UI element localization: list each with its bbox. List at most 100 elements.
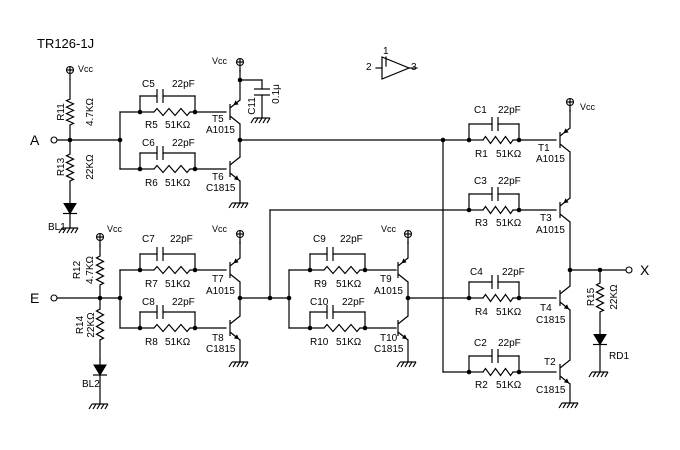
vcc-label-r11: Vcc bbox=[78, 64, 94, 74]
t10-part: C1815 bbox=[374, 344, 404, 355]
t6-part: C1815 bbox=[206, 183, 236, 194]
capacitor-c7 bbox=[156, 247, 164, 261]
ground-t2 bbox=[558, 402, 579, 409]
legend-pin-1: 1 bbox=[383, 46, 389, 57]
resistor-r2 bbox=[482, 367, 514, 377]
junction-dot bbox=[440, 137, 446, 143]
c9-value: 22pF bbox=[340, 234, 363, 245]
r2-value: 51KΩ bbox=[496, 380, 522, 391]
r11-name: R11 bbox=[56, 103, 67, 121]
port-e-label: E bbox=[30, 290, 39, 306]
t8-name: T8 bbox=[212, 333, 224, 344]
junction-dot bbox=[307, 325, 313, 331]
junction-dot bbox=[516, 137, 522, 143]
port-e: E bbox=[30, 290, 58, 306]
r7-value: 51KΩ bbox=[165, 279, 191, 290]
vcc-t7 bbox=[235, 229, 245, 244]
r13-name: R13 bbox=[56, 157, 67, 176]
capacitor-c3 bbox=[491, 187, 499, 201]
t9-name: T9 bbox=[380, 274, 392, 285]
resistor-r11 bbox=[65, 98, 75, 126]
capacitors-layer bbox=[156, 88, 499, 363]
junction-dot bbox=[137, 109, 143, 115]
junction-dot bbox=[307, 267, 313, 273]
transistor-t4 bbox=[559, 285, 571, 311]
capacitor-c4 bbox=[491, 275, 499, 289]
resistor-r1 bbox=[482, 135, 514, 145]
resistor-r4 bbox=[482, 293, 514, 303]
r6-name: R6 bbox=[145, 178, 158, 189]
r4-value: 51KΩ bbox=[496, 307, 522, 318]
transistor-t1 bbox=[559, 127, 571, 153]
junction-dot bbox=[466, 295, 472, 301]
bl2-label: BL2 bbox=[82, 379, 100, 390]
port-x: X bbox=[625, 262, 650, 278]
t2-name: T2 bbox=[544, 357, 556, 368]
c10-value: 22pF bbox=[342, 297, 365, 308]
transistor-t9 bbox=[397, 257, 409, 283]
junction-dot bbox=[237, 77, 243, 83]
junction-dot bbox=[237, 295, 243, 301]
ground-t10 bbox=[396, 361, 417, 368]
ground-bl1 bbox=[58, 227, 79, 234]
junction-dot bbox=[567, 267, 573, 273]
c11-name: C11 bbox=[247, 97, 258, 115]
capacitor-c9 bbox=[326, 247, 334, 261]
r12-value: 4.7KΩ bbox=[85, 255, 96, 284]
r8-name: R8 bbox=[145, 337, 158, 348]
transistor-t10 bbox=[397, 315, 409, 341]
capacitor-c1 bbox=[491, 117, 499, 131]
t4-name: T4 bbox=[540, 303, 552, 314]
c6-value: 22pF bbox=[172, 138, 195, 149]
vcc-r12 bbox=[95, 232, 105, 247]
r5-name: R5 bbox=[145, 120, 158, 131]
c3-name: C3 bbox=[474, 176, 487, 187]
r15-value: 22KΩ bbox=[609, 284, 620, 310]
transistor-t2 bbox=[559, 359, 571, 385]
capacitor-c5 bbox=[156, 89, 164, 103]
resistor-r9 bbox=[323, 265, 361, 275]
transistor-t8 bbox=[229, 315, 241, 341]
r1-value: 51KΩ bbox=[496, 149, 522, 160]
c8-name: C8 bbox=[142, 297, 155, 308]
c2-value: 22pF bbox=[498, 338, 521, 349]
ground-t6 bbox=[228, 202, 249, 209]
leds-layer bbox=[63, 198, 607, 381]
junction-dot bbox=[286, 295, 292, 301]
c3-value: 22pF bbox=[498, 176, 521, 187]
c5-name: C5 bbox=[142, 79, 155, 90]
ground-bl2 bbox=[88, 403, 109, 410]
vcc-label-t9: Vcc bbox=[381, 224, 397, 234]
led-bl1 bbox=[63, 198, 77, 219]
c6-name: C6 bbox=[142, 138, 155, 149]
port-a-label: A bbox=[30, 132, 40, 148]
transistor-t6 bbox=[229, 156, 241, 182]
buffer-legend: 1 2 3 bbox=[366, 46, 418, 80]
r10-value: 51KΩ bbox=[336, 337, 362, 348]
r1-name: R1 bbox=[475, 149, 488, 160]
resistor-r7 bbox=[153, 265, 191, 275]
capacitor-c6 bbox=[156, 146, 164, 160]
c1-name: C1 bbox=[474, 105, 487, 116]
t8-part: C1815 bbox=[206, 344, 236, 355]
junction-dot bbox=[117, 137, 123, 143]
r2-name: R2 bbox=[475, 380, 488, 391]
junction-dot bbox=[267, 295, 273, 301]
capacitor-c2 bbox=[491, 349, 499, 363]
capacitor-c8 bbox=[156, 305, 164, 319]
t4-part: C1815 bbox=[536, 315, 566, 326]
resistor-r10 bbox=[323, 323, 361, 333]
junction-dot bbox=[117, 295, 123, 301]
t9-part: A1015 bbox=[374, 286, 403, 297]
t1-part: A1015 bbox=[536, 154, 565, 165]
junction-dot bbox=[192, 109, 198, 115]
transistor-t5 bbox=[229, 99, 241, 125]
c9-name: C9 bbox=[313, 234, 326, 245]
port-x-label: X bbox=[640, 262, 650, 278]
ground-rd1 bbox=[588, 371, 609, 378]
led-bl2 bbox=[93, 359, 107, 381]
t1-name: T1 bbox=[538, 143, 550, 154]
ground-c11 bbox=[250, 117, 271, 124]
legend-pin-3: 3 bbox=[411, 62, 417, 73]
junction-dot bbox=[466, 207, 472, 213]
